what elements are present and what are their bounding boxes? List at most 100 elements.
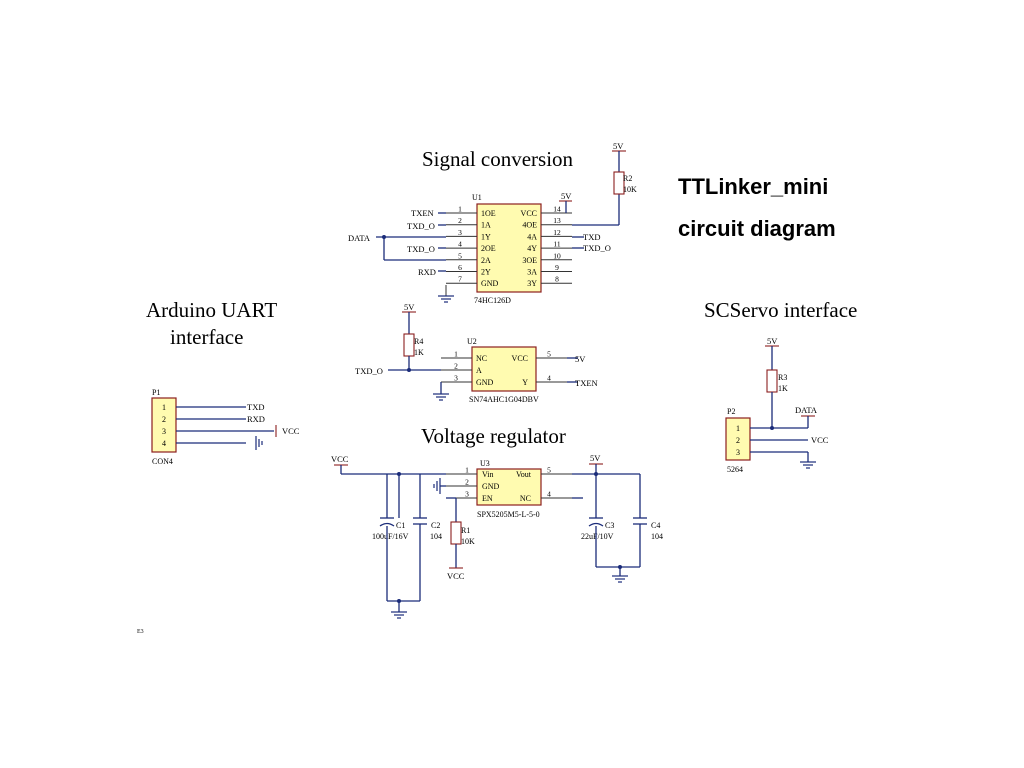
u3-pin-number: 2 xyxy=(465,478,469,487)
r1-value: 10K xyxy=(461,537,475,546)
p2-net-vcc: VCC xyxy=(811,435,829,445)
net-label-txen-u1: TXEN xyxy=(411,208,434,218)
r3-resistor xyxy=(766,369,778,393)
section-arduino-line1: Arduino UART xyxy=(146,298,277,322)
net-label-vcc-r1: VCC xyxy=(447,571,465,581)
p2-part: 5264 xyxy=(727,465,743,474)
net-label-5v-u1: 5V xyxy=(561,191,572,201)
net-label-vcc-in: VCC xyxy=(331,454,349,464)
u1-pin-name: 3A xyxy=(527,268,537,277)
section-signal-conversion: Signal conversion xyxy=(422,147,574,171)
net-label-5v-r4: 5V xyxy=(404,302,415,312)
p1-part: CON4 xyxy=(152,457,173,466)
u1-pin-name: 4Y xyxy=(527,244,537,253)
net-label-rxd-u1: RXD xyxy=(418,267,436,277)
net-label-txen-u2: TXEN xyxy=(575,378,598,388)
u1-pin-11: 11 4Y xyxy=(527,240,572,253)
p2-connector: 5V R3 1K P2 5264 123 DATA VCC xyxy=(725,336,829,474)
net-label-5v-r3: 5V xyxy=(767,336,778,346)
u1-pin-number: 10 xyxy=(553,251,561,260)
u1-pin-name: VCC xyxy=(521,209,537,218)
section-arduino-line2: interface xyxy=(170,325,243,349)
u3-pin-name: Vin xyxy=(482,470,494,479)
u1-pin-12: 12 4A xyxy=(527,228,572,241)
u1-pin-number: 5 xyxy=(458,251,462,260)
u3-pin-name: EN xyxy=(482,494,493,503)
u1-pin-number: 7 xyxy=(458,275,462,284)
u3-pin-number: 3 xyxy=(465,490,469,499)
u3-pin-number: 4 xyxy=(547,490,551,499)
u2-ref: U2 xyxy=(467,337,477,346)
net-label-txdo-u2: TXD_O xyxy=(355,366,383,376)
net-label-5v-r2: 5V xyxy=(613,141,624,151)
u1-pin-name: GND xyxy=(481,279,499,288)
r3-ref: R3 xyxy=(778,373,787,382)
c1-ref: C1 xyxy=(396,521,405,530)
u1-ref: U1 xyxy=(472,193,482,202)
u2-pin-number: 4 xyxy=(547,374,551,383)
u1-pin-number: 11 xyxy=(553,240,560,249)
r2-value: 10K xyxy=(623,185,637,194)
p2-ref: P2 xyxy=(727,407,735,416)
u1-pin-number: 2 xyxy=(458,216,462,225)
p1-pin-4: 4 xyxy=(162,439,166,448)
u1-pin-name: 3Y xyxy=(527,279,537,288)
p1-pin-1: 1 xyxy=(162,403,166,412)
u2-pin-name: GND xyxy=(476,378,494,387)
c2-value: 104 xyxy=(430,532,442,541)
u3-pin-1: 1 Vin xyxy=(446,466,494,479)
net-label-5v-u2: 5V xyxy=(575,354,586,364)
u1-pin-name: 1OE xyxy=(481,209,496,218)
c2-ref: C2 xyxy=(431,521,440,530)
u2-pin-name: Y xyxy=(522,378,528,387)
u2-pin-number: 3 xyxy=(454,374,458,383)
net-label-txdo-u1c: TXD_O xyxy=(583,243,611,253)
c3-value: 22uF/10V xyxy=(581,532,614,541)
r4-ref: R4 xyxy=(414,337,423,346)
r3-value: 1K xyxy=(778,384,788,393)
net-label-txdo-u1b: TXD_O xyxy=(407,244,435,254)
u1-pin-number: 12 xyxy=(553,228,561,237)
u3-pin-number: 1 xyxy=(465,466,469,475)
u1-pin-number: 8 xyxy=(555,275,559,284)
section-voltage-regulator: Voltage regulator xyxy=(421,424,566,448)
p2-pin-1: 1 xyxy=(736,424,740,433)
u1-pin-name: 1A xyxy=(481,221,491,230)
p1-net-vcc: VCC xyxy=(282,426,300,436)
footer-mark: E3 xyxy=(137,629,144,635)
u1-pin-name: 1Y xyxy=(481,232,491,241)
u1-pin-2: 2 1A xyxy=(446,216,491,230)
u3-pin-name: Vout xyxy=(516,470,532,479)
u2-pin-name: VCC xyxy=(512,354,528,363)
u1-pin-name: 4A xyxy=(527,232,537,241)
u2-pin-4: 4Y xyxy=(522,374,567,387)
u1-pin-7: 7 GND xyxy=(446,275,499,288)
u2-part: SN74AHC1G04DBV xyxy=(469,395,539,404)
u3-pin-name: GND xyxy=(482,482,500,491)
p1-pin-2: 2 xyxy=(162,415,166,424)
u1-pin-3: 3 1Y xyxy=(446,228,491,241)
u2-pin-3: 3 GND xyxy=(441,374,494,387)
u1-pin-number: 3 xyxy=(458,228,462,237)
u2-pin-number: 5 xyxy=(547,350,551,359)
u3-pin-4: 4NC xyxy=(520,490,572,503)
r2-resistor: R2 10K xyxy=(613,171,637,195)
u1-pin-name: 4OE xyxy=(522,221,537,230)
c4-value: 104 xyxy=(651,532,663,541)
p1-pin-3: 3 xyxy=(162,427,166,436)
c1-value: 100uF/16V xyxy=(372,532,409,541)
r1-resistor xyxy=(450,521,462,545)
r4-resistor xyxy=(403,333,415,357)
u2-pin-5: 5 VCC xyxy=(512,350,567,363)
net-label-txd-u1: TXD xyxy=(583,232,600,242)
